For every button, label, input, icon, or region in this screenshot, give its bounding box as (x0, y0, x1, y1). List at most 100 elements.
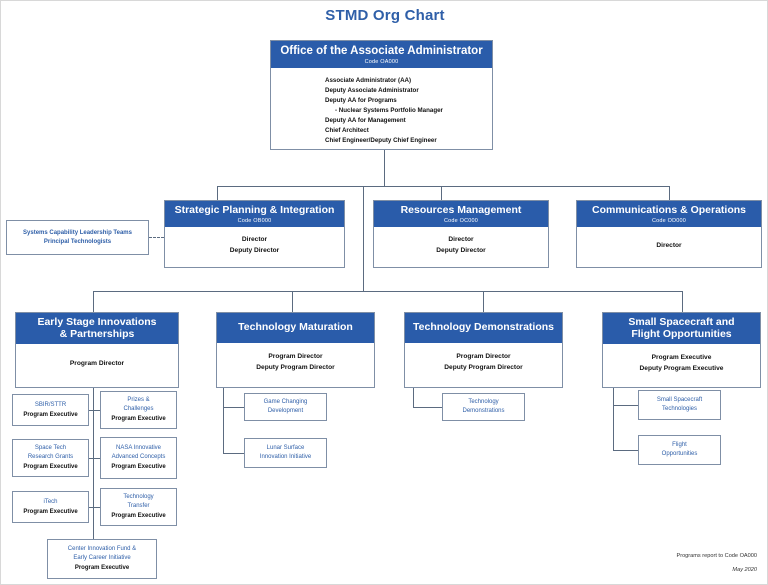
leaf-center-innovation-fund-early-career-initiative[interactable]: Center Innovation Fund & Early Career In… (47, 539, 157, 579)
connector-ssfo-spine (613, 388, 614, 450)
node-title: Resources Management (400, 204, 522, 216)
connector-tm-spine (223, 388, 224, 453)
node-small-spacecraft-flight-opportunities[interactable]: Small Spacecraft and Flight Opportunitie… (602, 312, 761, 388)
node-roles: Director (577, 227, 761, 257)
node-code: Code OB000 (237, 217, 272, 224)
node-title: Strategic Planning & Integration (174, 204, 335, 216)
leaf-role: Program Executive (23, 508, 78, 515)
leaf-name: Lunar Surface (266, 445, 305, 452)
footer-date: May 2020 (732, 567, 757, 573)
leaf-name: Flight (672, 442, 687, 449)
node-systems-capability-leadership-teams[interactable]: Systems Capability Leadership Teams Prin… (6, 220, 149, 255)
node-roles: Associate Administrator (AA) Deputy Asso… (271, 68, 492, 152)
node-header: Office of the Associate Administrator Co… (271, 41, 492, 69)
role-line: Deputy Director (436, 247, 486, 255)
connector-to-ssfo (682, 291, 683, 312)
leaf-game-changing-development[interactable]: Game Changing Development (244, 393, 327, 421)
leaf-name: Technology (123, 494, 154, 501)
node-title: Small Spacecraft and (628, 316, 735, 328)
node-header: Technology Demonstrations (405, 313, 562, 343)
leaf-lunar-surface-innovation-initiative[interactable]: Lunar Surface Innovation Initiative (244, 438, 327, 468)
node-header: Technology Maturation (217, 313, 374, 343)
node-header: Early Stage Innovations & Partnerships (16, 313, 178, 344)
node-strategic-planning-integration[interactable]: Strategic Planning & Integration Code OB… (164, 200, 345, 268)
node-roles: Director Deputy Director (374, 227, 548, 262)
connector-esip-row1-right (93, 410, 100, 411)
node-title: Early Stage Innovations (37, 316, 157, 328)
connector-to-td (483, 291, 484, 312)
connector-to-rm (441, 186, 442, 200)
node-title: Communications & Operations (591, 204, 747, 216)
node-roles: Program Executive Deputy Program Executi… (603, 344, 760, 380)
leaf-name-2: Technologies (661, 406, 698, 412)
connector-esip-spine (93, 388, 94, 554)
leaf-prizes-challenges[interactable]: Prizes & Challenges Program Executive (100, 391, 177, 429)
node-roles: Program Director (16, 344, 178, 375)
role-line: Program Director (268, 352, 323, 360)
connector-programs-bus (93, 291, 682, 292)
node-title: Office of the Associate Administrator (280, 45, 483, 57)
role-line: Director (656, 241, 682, 249)
leaf-nasa-innovative-advanced-concepts[interactable]: NASA Innovative Advanced Concepts Progra… (100, 437, 177, 479)
connector-tm-child2 (223, 453, 244, 454)
node-technology-demonstrations[interactable]: Technology Demonstrations Program Direct… (404, 312, 563, 388)
connector-esip-row2-left (89, 458, 93, 459)
node-code: Code OA000 (364, 58, 399, 65)
leaf-sbir-sttr[interactable]: SBIR/STTR Program Executive (12, 394, 89, 426)
role-line: Deputy Program Executive (639, 364, 724, 372)
role-line: Deputy Director (229, 247, 280, 255)
leaf-space-tech-research-grants[interactable]: Space Tech Research Grants Program Execu… (12, 439, 89, 477)
leaf-name: Center Innovation Fund & (67, 546, 137, 553)
leaf-name-2: Advanced Concepts (111, 454, 166, 461)
connector-tm-child1 (223, 407, 244, 408)
leaf-name: NASA Innovative (115, 445, 162, 452)
node-roles: Program Director Deputy Program Director (405, 343, 562, 379)
leaf-name: Prizes & (127, 397, 150, 404)
role-line: Deputy Program Director (444, 363, 523, 371)
leaf-name: Space Tech (34, 445, 67, 452)
role-line: Associate Administrator (AA) (325, 77, 412, 85)
node-code: Code OC000 (443, 217, 479, 224)
leaf-name-2: Transfer (127, 503, 150, 510)
leaf-small-spacecraft-technologies[interactable]: Small Spacecraft Technologies (638, 390, 721, 420)
leaf-flight-opportunities[interactable]: Flight Opportunities (638, 435, 721, 465)
connector-esip-row2-right (93, 458, 100, 459)
node-early-stage-innovations-partnerships[interactable]: Early Stage Innovations & Partnerships P… (15, 312, 179, 388)
leaf-name: SBIR/STTR (34, 401, 67, 408)
role-line: Director (448, 235, 474, 243)
connector-root-to-programs-spine (363, 186, 364, 291)
connector-to-spi (217, 186, 218, 200)
leaf-role: Program Executive (74, 564, 130, 571)
connector-esip-row3-right (93, 507, 100, 508)
node-title-second-line: Flight Opportunities (631, 327, 732, 340)
page-title: STMD Org Chart (325, 7, 445, 24)
connector-ssfo-child1 (613, 405, 638, 406)
leaf-role: Program Executive (111, 415, 166, 422)
leaf-name: Technology (468, 399, 499, 406)
node-office-associate-administrator[interactable]: Office of the Associate Administrator Co… (270, 40, 493, 150)
leaf-itech[interactable]: iTech Program Executive (12, 491, 89, 523)
leaf-technology-demonstrations[interactable]: Technology Demonstrations (442, 393, 525, 421)
leaf-name-2: Challenges (123, 406, 154, 413)
node-technology-maturation[interactable]: Technology Maturation Program Director D… (216, 312, 375, 388)
role-line: Program Director (69, 359, 125, 367)
leaf-name-2: Research Grants (27, 454, 74, 461)
leaf-name-2: Early Career Initiative (73, 555, 131, 562)
leaf-technology-transfer[interactable]: Technology Transfer Program Executive (100, 488, 177, 526)
leaf-role: Program Executive (23, 463, 78, 470)
role-line: Program Director (456, 352, 511, 360)
node-resources-management[interactable]: Resources Management Code OC000 Director… (373, 200, 549, 268)
connector-root-spine (384, 150, 385, 186)
leaf-role: Program Executive (23, 411, 78, 418)
node-communications-operations[interactable]: Communications & Operations Code OD000 D… (576, 200, 762, 268)
leaf-name: Small Spacecraft (656, 397, 703, 404)
leaf-name: Game Changing (263, 399, 308, 406)
node-roles: Program Director Deputy Program Director (217, 343, 374, 379)
node-code: Code OD000 (651, 217, 687, 224)
connector-td-child1 (413, 407, 442, 408)
leaf-name: iTech (43, 498, 58, 505)
connector-td-spine (413, 388, 414, 407)
leaf-role: Program Executive (111, 463, 166, 470)
role-line: Deputy Associate Administrator (325, 87, 419, 95)
